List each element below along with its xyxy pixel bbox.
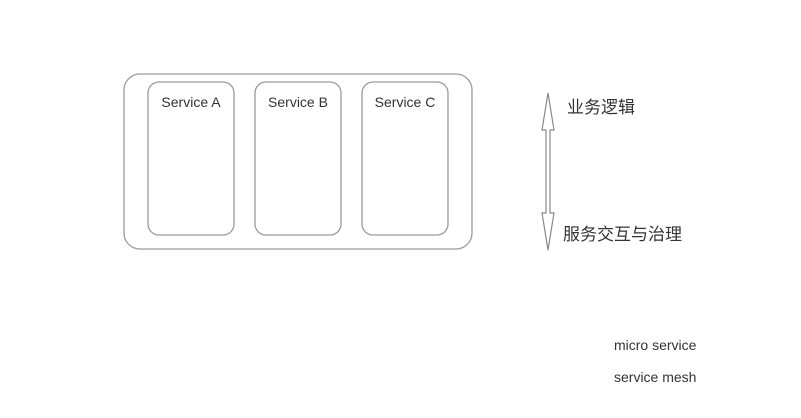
service-c-label: Service C <box>375 94 436 110</box>
legend-item-micro-service: micro service <box>516 337 697 353</box>
legend: micro service service mesh <box>516 337 697 385</box>
service-box-b: Service B <box>254 81 342 236</box>
legend-item-service-mesh: service mesh <box>516 369 696 385</box>
business-logic-label: 业务逻辑 <box>567 98 635 118</box>
legend-label-micro-service: micro service <box>614 337 697 353</box>
service-interaction-governance-label: 服务交互与治理 <box>563 225 682 245</box>
service-box-a: Service A <box>147 81 235 236</box>
service-box-c: Service C <box>361 81 449 236</box>
service-b-label: Service B <box>268 94 328 110</box>
application-container <box>123 73 473 250</box>
service-a-label: Service A <box>161 94 221 110</box>
legend-label-service-mesh: service mesh <box>614 369 696 385</box>
layer-arrow <box>540 92 556 251</box>
